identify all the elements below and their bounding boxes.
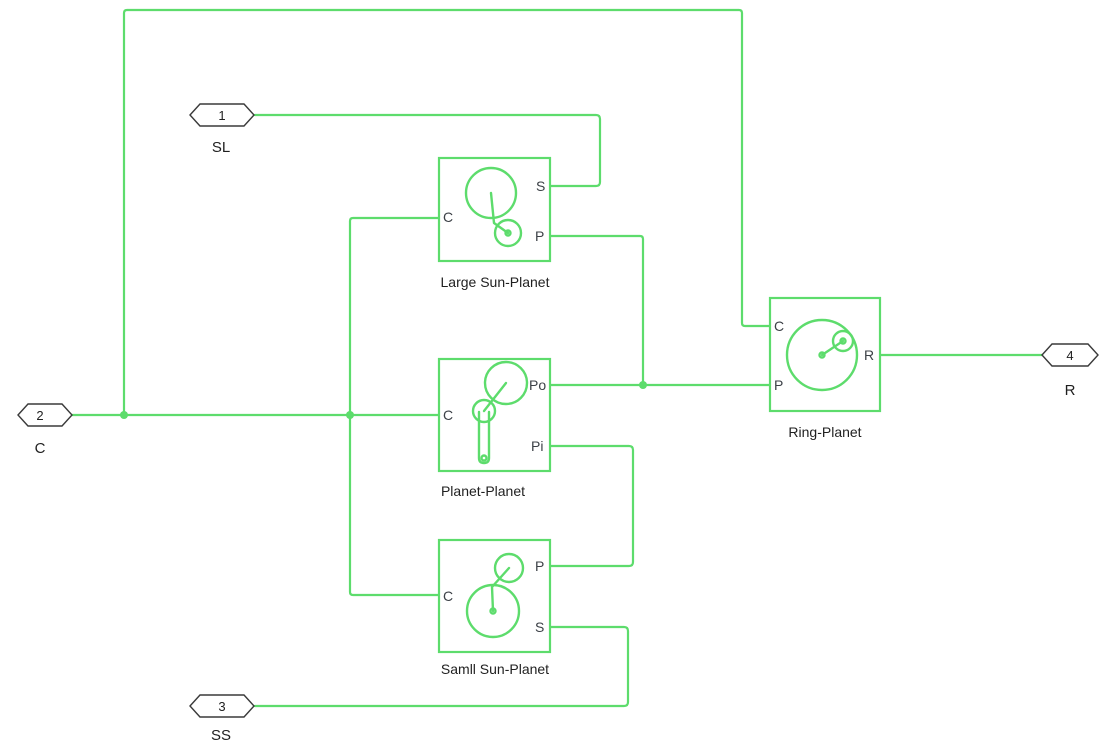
wire-carrier-branch[interactable]: [348, 216, 441, 597]
wire-c-to-ring-carrier[interactable]: [122, 8, 772, 417]
block-name: Ring-Planet: [788, 424, 861, 440]
port-number: 4: [1066, 348, 1073, 363]
port-name: C: [35, 440, 46, 457]
block-ring-planet[interactable]: C P R Ring-Planet: [768, 296, 882, 440]
block-name: Samll Sun-Planet: [441, 661, 549, 677]
port-label-c: C: [443, 407, 453, 423]
port-label-s: S: [535, 619, 544, 635]
wire-pi-to-small-planet[interactable]: [548, 444, 635, 568]
block-large-sun-planet[interactable]: C S P Large Sun-Planet: [437, 156, 552, 290]
port-r[interactable]: 4 R: [1041, 343, 1099, 399]
wire-small-sun-to-ss[interactable]: [253, 625, 630, 708]
port-ss[interactable]: 3 SS: [189, 694, 255, 744]
wire-sl-to-large-sun[interactable]: [253, 113, 602, 188]
port-label-c: C: [774, 318, 784, 334]
port-name: R: [1065, 382, 1076, 399]
port-label-r: R: [864, 347, 874, 363]
block-small-sun-planet[interactable]: C P S Samll Sun-Planet: [437, 538, 552, 677]
port-label-p: P: [774, 377, 783, 393]
connections: [70, 8, 1044, 708]
port-number: 1: [218, 108, 225, 123]
sun-planet-gear-icon: [464, 166, 523, 248]
port-label-c: C: [443, 209, 453, 225]
ring-planet-gear-icon: [785, 318, 859, 392]
junction-dot: [346, 411, 354, 419]
block-name: Planet-Planet: [441, 483, 525, 499]
port-label-s: S: [536, 178, 545, 194]
wire-large-planet-to-junction[interactable]: [548, 234, 645, 387]
port-name: SS: [211, 727, 231, 744]
port-label-p: P: [535, 228, 544, 244]
port-c[interactable]: 2 C: [17, 403, 73, 457]
planet-planet-gear-icon: [471, 360, 529, 465]
port-label-po: Po: [529, 377, 546, 393]
port-label-c: C: [443, 588, 453, 604]
block-planet-planet[interactable]: C Po Pi Planet-Planet: [437, 357, 552, 499]
port-label-p: P: [535, 558, 544, 574]
block-name: Large Sun-Planet: [441, 274, 550, 290]
port-number: 3: [218, 699, 225, 714]
port-number: 2: [36, 408, 43, 423]
junction-dot: [639, 381, 647, 389]
port-sl[interactable]: 1 SL: [189, 103, 255, 156]
junction-dot: [120, 411, 128, 419]
port-name: SL: [212, 139, 230, 156]
port-label-pi: Pi: [531, 438, 543, 454]
sun-planet-gear-icon: [465, 552, 525, 639]
